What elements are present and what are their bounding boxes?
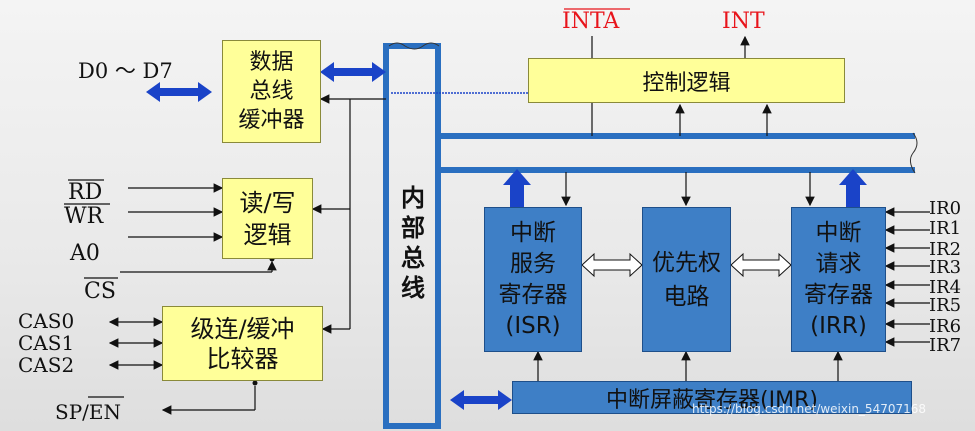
data-buffer-line-1: 数据 [249,50,294,75]
cas-lines [108,317,256,415]
internal-bus-char-2: 部 [401,214,425,242]
control-logic-label: 控制逻辑 [642,70,731,96]
sp-en-label: SP/EN [55,400,121,424]
internal-bus-char-3: 总 [401,244,425,272]
irr-line-3: 寄存器 [804,281,873,308]
ir6-label: IR6 [929,316,962,337]
internal-bus-char-4: 线 [401,274,425,302]
priority-circuit-block: 优先权 电路 [642,207,731,352]
a0-label: A0 [70,241,100,266]
internal-bus-char-1: 内 [401,184,425,212]
internal-bus [383,42,441,429]
cascade-comparator-block: 级连/缓冲 比较器 [162,306,323,381]
ir3-label: IR3 [929,257,962,278]
watermark: https://blog.csdn.net/weixin_54707168 [692,402,927,416]
imr-block: 中断屏蔽寄存器(IMR) [512,381,912,414]
isr-block: 中断 服务 寄存器 (ISR) [484,207,582,352]
cas2-label: CAS2 [18,353,75,377]
cas1-label: CAS1 [18,331,75,355]
data-buffer-line-3: 缓冲器 [238,108,305,133]
cascade-line-1: 级连/缓冲 [190,314,295,343]
ir1-label: IR1 [929,218,962,239]
isr-line-3: 寄存器 [498,281,568,308]
ir4-label: IR4 [929,277,962,298]
irr-line-1: 中断 [815,219,862,246]
irr-line-4: (IRR) [810,312,867,339]
overbars [64,8,630,398]
rw-logic-block: 读/写 逻辑 [222,178,313,259]
ir-inputs [884,207,930,347]
data-bus-arrow-right [320,62,386,82]
rw-logic-line-2: 逻辑 [243,220,292,249]
irr-block: 中断 请求 寄存器 (IRR) [791,207,886,352]
wr-label: WR [64,204,104,229]
ir7-label: IR7 [929,335,962,356]
cas0-label: CAS0 [18,309,75,333]
isr-line-4: (ISR) [505,312,561,339]
rd-label: RD [68,180,103,205]
rw-inputs [120,183,277,273]
cascade-line-2: 比较器 [206,344,279,373]
control-logic-block: 控制逻辑 [528,58,845,103]
irr-line-2: 请求 [815,250,862,277]
left-block-wiring [311,94,386,334]
data-bus-label: D0 ～ D7 [78,59,173,83]
data-bus-buffer-block: 数据 总线 缓冲器 [222,40,321,143]
inta-label: INTA [562,9,620,34]
ir0-label: IR0 [929,198,962,219]
internal-bus-label: 内 部 总 线 [396,178,430,308]
bus-to-blocks [561,172,815,207]
imr-connections [533,350,843,381]
data-bus-arrow-left [146,82,212,102]
control-signal-lines [591,35,772,136]
imr-label: 中断屏蔽寄存器(IMR) [606,387,818,413]
int-label: INT [722,9,765,34]
bus-tubes [438,132,918,174]
isr-line-2: 服务 [510,250,556,277]
imr-bus-arrow [450,390,512,410]
data-buffer-line-2: 总线 [249,79,294,104]
rw-logic-line-1: 读/写 [239,188,296,217]
cs-label: CS [84,279,116,304]
priority-line-2: 电路 [663,283,710,310]
priority-line-1: 优先权 [652,249,721,276]
isr-line-1: 中断 [510,219,556,246]
ir2-label: IR2 [929,239,962,260]
bus-up-arrows [503,169,867,207]
ir5-label: IR5 [929,295,962,316]
